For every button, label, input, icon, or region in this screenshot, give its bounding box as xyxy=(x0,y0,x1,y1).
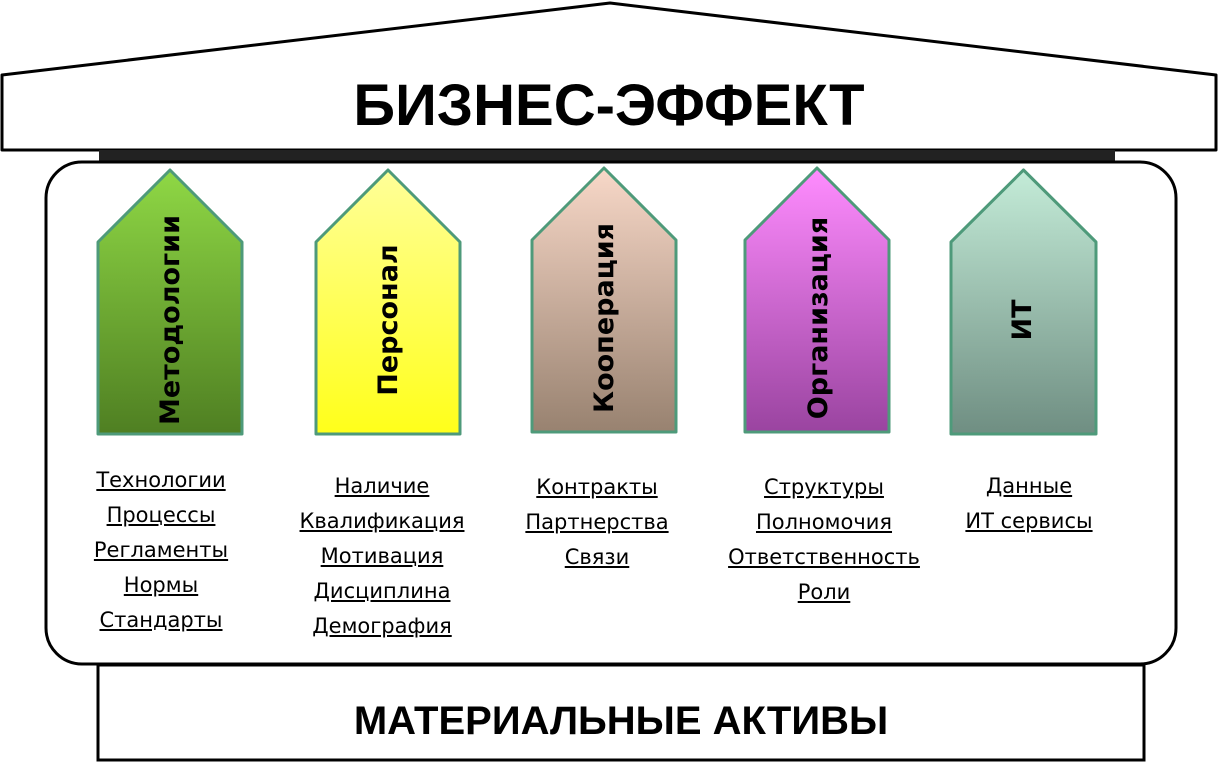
personnel-items: Наличие Квалификация Мотивация Дисциплин… xyxy=(267,469,497,644)
list-item: Дисциплина xyxy=(313,579,451,603)
list-item: Демография xyxy=(312,614,452,638)
list-item: Контракты xyxy=(536,475,658,499)
list-item: Регламенты xyxy=(93,538,229,562)
list-item: Роли xyxy=(797,580,851,604)
list-item: Стандарты xyxy=(99,608,223,632)
list-item: Ответственность xyxy=(728,545,920,569)
organization-items: Структуры Полномочия Ответственность Рол… xyxy=(709,470,939,610)
list-item: Полномочия xyxy=(755,510,893,534)
roof-title: БИЗНЕС-ЭФФЕКТ xyxy=(353,72,865,138)
pillar-personnel xyxy=(314,168,462,436)
list-item: Структуры xyxy=(764,475,884,499)
list-item: Процессы xyxy=(106,503,216,527)
list-item: Технологии xyxy=(96,468,226,492)
pillar-methodologies xyxy=(96,168,244,436)
pillar-label-cooperation: Кооперация xyxy=(588,223,620,413)
list-item: Связи xyxy=(564,545,630,569)
list-item: Данные xyxy=(985,474,1073,498)
pillar-label-personnel: Персонал xyxy=(372,244,404,396)
pillar-cooperation xyxy=(530,166,678,434)
list-item: Наличие xyxy=(334,474,430,498)
foundation-title: МАТЕРИАЛЬНЫЕ АКТИВЫ xyxy=(353,698,889,743)
list-item: Нормы xyxy=(123,573,199,597)
pillar-label-it: ИТ xyxy=(1006,299,1038,341)
pillars-group xyxy=(96,166,1098,436)
list-item: ИТ сервисы xyxy=(965,509,1093,533)
pillar-it xyxy=(949,168,1098,436)
list-item: Партнерства xyxy=(525,510,669,534)
pillar-label-organization: Организация xyxy=(802,216,834,420)
it-items: Данные ИТ сервисы xyxy=(914,469,1144,539)
foundation-box xyxy=(96,663,1146,762)
roof-beam xyxy=(99,150,1115,162)
list-item: Квалификация xyxy=(299,509,465,533)
roof-shape xyxy=(0,1,1218,152)
pillar-organization xyxy=(743,166,891,434)
methodologies-items: Технологии Процессы Регламенты Нормы Ста… xyxy=(46,463,276,638)
pillar-label-methodologies: Методологии xyxy=(154,215,186,426)
list-item: Мотивация xyxy=(320,544,444,568)
cooperation-items: Контракты Партнерства Связи xyxy=(482,470,712,575)
